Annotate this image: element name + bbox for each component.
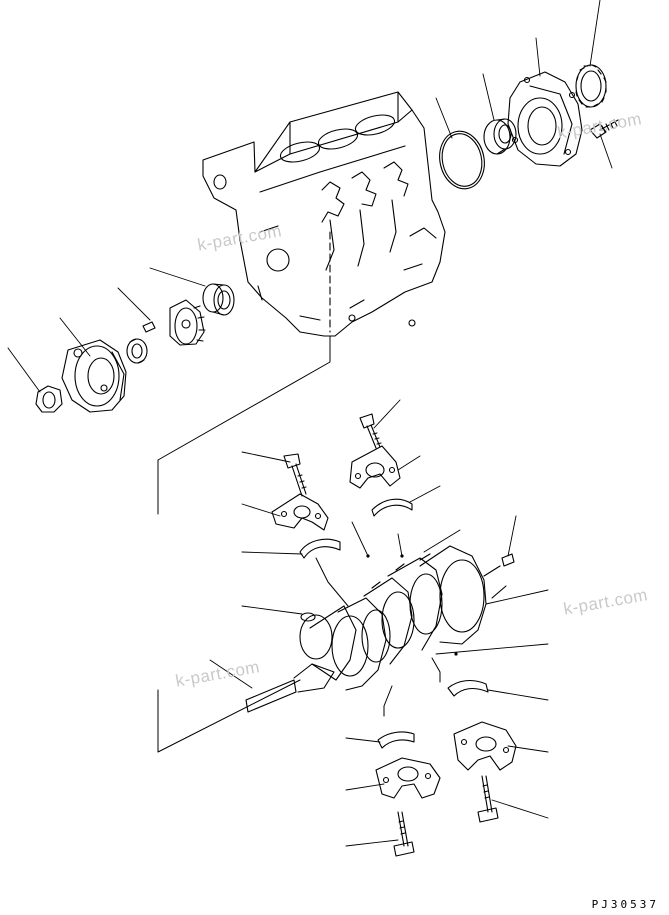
main-bearing-cap-lower [375,757,441,799]
o-ring [439,130,485,190]
front-bearing [202,283,235,316]
crankshaft-pulley [61,339,127,413]
pulley-nut [35,385,63,413]
crank-key [501,553,515,567]
leader-lines [7,0,613,847]
thrust-washer-upper [300,612,316,622]
bearing-shell-b [299,538,341,559]
cap-bolt-lower [393,811,415,857]
crankshaft-gear [169,299,206,346]
key [142,321,156,333]
cap-bolt-left [283,453,307,497]
rear-seal-housing [507,71,583,167]
main-bearing-cap-right [453,721,517,771]
bearing-shell-a [371,498,413,517]
bearing-shell-d [377,731,415,749]
group-bracket [157,335,441,753]
bearing-shell-c [447,679,489,697]
drawing-code: PJ30537 [591,898,659,911]
engine-block [202,91,446,337]
spacer [126,338,148,364]
cap-bolt-right [477,775,499,823]
rear-oil-seal [483,118,517,155]
cap-bolt-upper [359,413,382,449]
crankshaft [245,545,507,713]
main-bearing-cap-upper [349,445,401,489]
main-bearing-cap-left [271,493,329,531]
ring-gear [575,64,607,108]
housing-bolt [589,119,619,139]
